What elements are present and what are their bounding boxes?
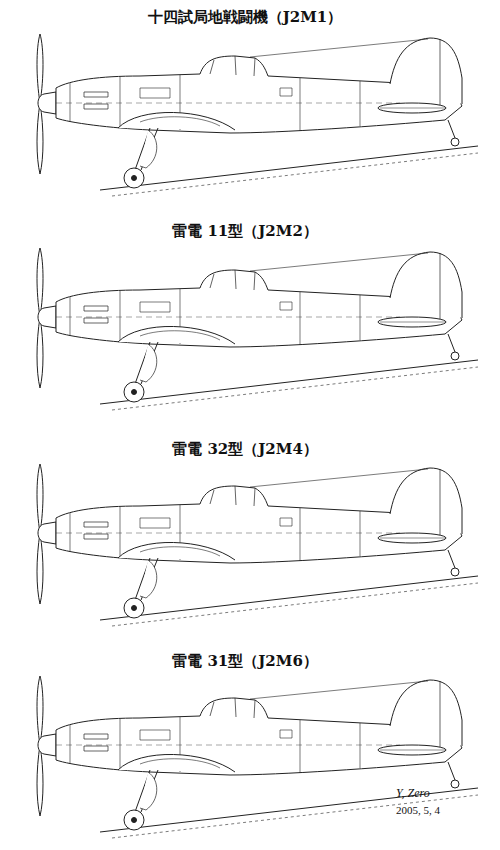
j2m1-aircraft bbox=[37, 34, 478, 196]
j2m4-aircraft bbox=[37, 464, 478, 626]
variant-heading: 十四試局地戦闘機（J2M1） bbox=[148, 8, 343, 26]
variant-heading: 雷電 32型（J2M4） bbox=[172, 440, 318, 458]
date-note: 2005, 5, 4 bbox=[396, 804, 440, 817]
author-signature: Y, Zero bbox=[396, 786, 430, 800]
j2m6-aircraft bbox=[37, 676, 478, 838]
variant-heading: 雷電 11型（J2M2） bbox=[172, 222, 318, 240]
variant-heading: 雷電 31型（J2M6） bbox=[172, 652, 318, 670]
j2m2-aircraft bbox=[37, 248, 478, 410]
